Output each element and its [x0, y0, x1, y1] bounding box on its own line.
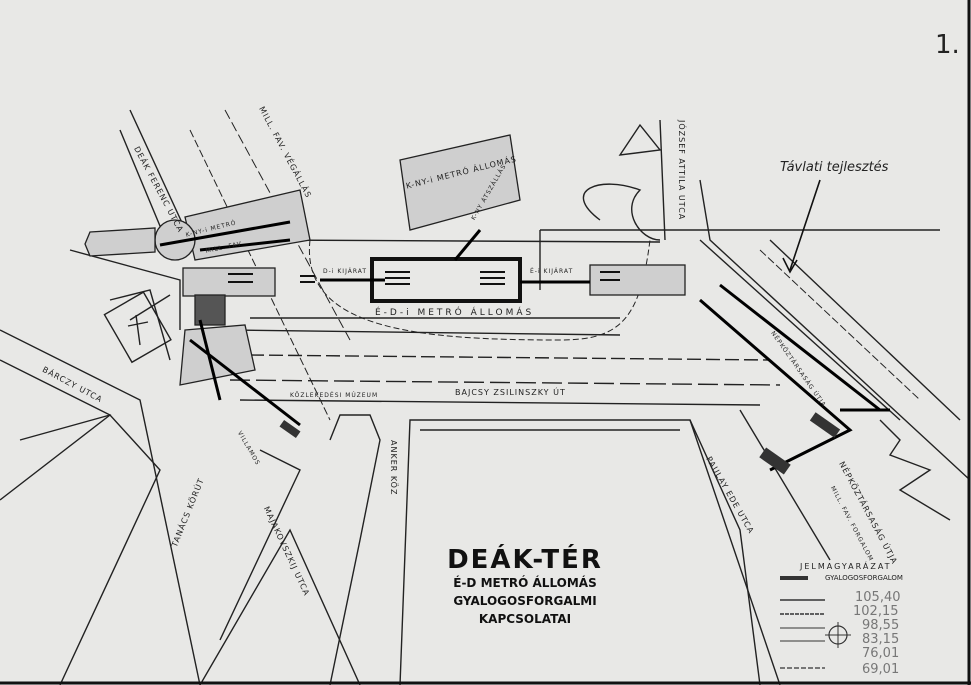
label-ed-station: É-D-i METRÓ ÁLLOMÁS [375, 308, 535, 318]
annotation-future-development: Távlati tejlesztés [780, 160, 889, 175]
street-edge [0, 329, 201, 685]
legend-level: 69,01 [862, 662, 900, 677]
legend-level: 76,01 [862, 646, 900, 661]
legend-level: 83,15 [862, 632, 900, 647]
title-main: DEÁK-TÉR [447, 545, 603, 575]
legend-level: 105,40 [855, 590, 901, 605]
label-d-exit: D-i KIJÁRAT [323, 268, 368, 275]
label-museum: KÖZLEKEDÉSI MÚZEUM [290, 392, 379, 399]
ed-metro-station-box [370, 257, 522, 303]
kny-station-block [399, 134, 521, 231]
title-line4: KAPCSOLATAI [478, 612, 572, 626]
street-anker-koz: ANKER KÖZ [389, 440, 398, 496]
sheet-number: 1. [935, 30, 960, 60]
legend-heading: JELMAGYARÁZAT [800, 562, 892, 571]
legend-pedestrian: GYALOGOSFORGALOM [825, 574, 903, 582]
street-jozsef-attila: JÓZSEF ATTILA UTCA [677, 120, 686, 221]
street-bajcsy-zsilinszky: BAJCSY ZSILINSZKY ÚT [455, 388, 566, 397]
title-line3: GYALOGOSFORGALMI [453, 594, 597, 608]
label-e-exit: É-i KIJÁRAT [530, 268, 574, 275]
legend-level: 98,55 [862, 618, 900, 633]
legend-level: 102,15 [853, 604, 899, 619]
title-line2: É-D METRÓ ÁLLOMÁS [453, 576, 597, 590]
